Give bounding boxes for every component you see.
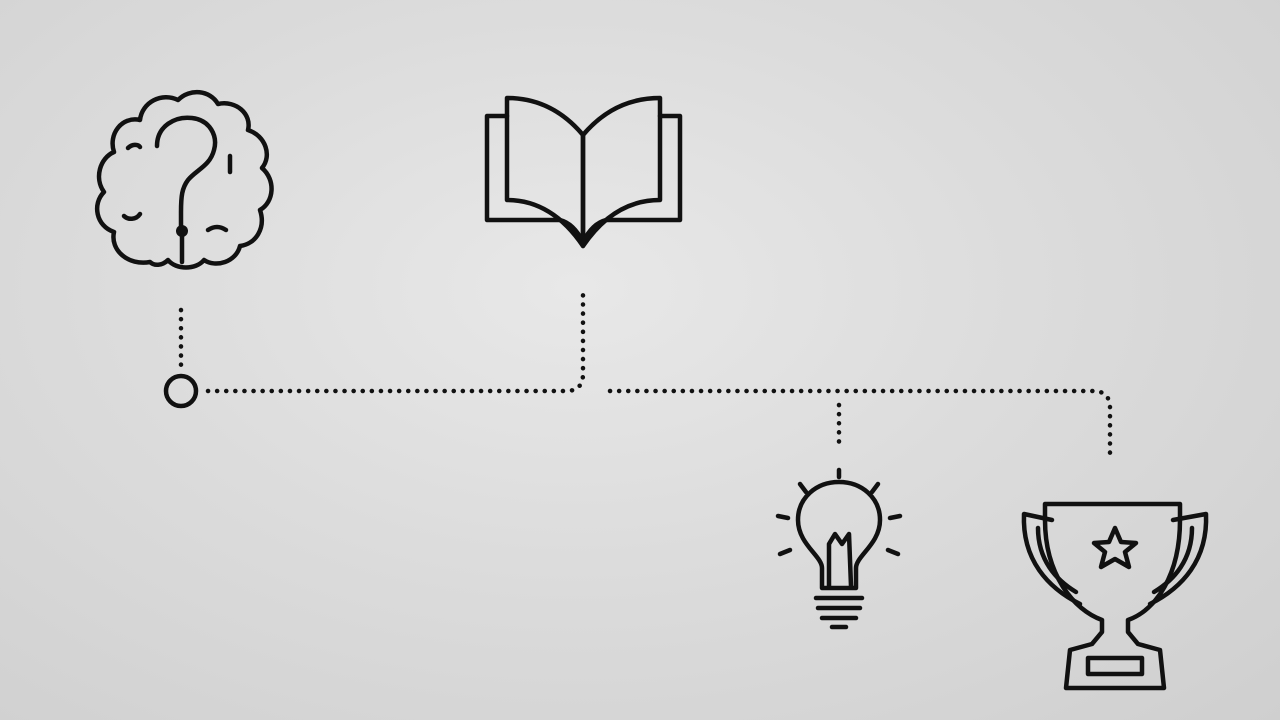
brain-question-icon (94, 90, 274, 270)
trophy-star-icon (1021, 501, 1209, 691)
start-marker-circle (163, 373, 199, 409)
connector-main-right (607, 388, 1113, 458)
open-book-icon (484, 95, 683, 249)
dotted-connectors (178, 287, 1113, 458)
connector-main-left (205, 287, 586, 394)
lightbulb-icon (775, 467, 903, 630)
